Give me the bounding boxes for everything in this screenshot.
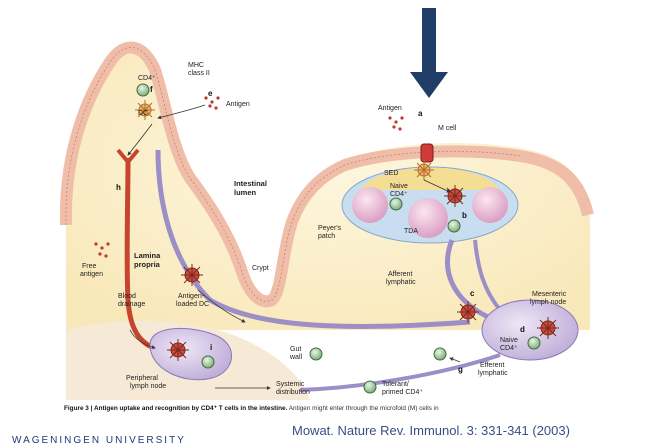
sed-region bbox=[360, 167, 500, 190]
tolerant-t-cell bbox=[363, 380, 377, 394]
step-letter-f: f bbox=[150, 85, 153, 94]
figure-caption: Figure 3 | Antigen uptake and recognitio… bbox=[64, 404, 624, 412]
sed-label: SED bbox=[384, 170, 398, 177]
caption-title: Figure 3 | Antigen uptake and recognitio… bbox=[64, 405, 288, 412]
efferent-lymphatic-label-2: lymphatic bbox=[478, 370, 508, 377]
step-letter-g: g bbox=[458, 365, 463, 374]
cd4-label: CD4⁺ bbox=[138, 75, 156, 82]
naive-cd4-label-2: CD4⁺ bbox=[390, 191, 408, 198]
lamina-propria-label-2: propria bbox=[134, 260, 161, 269]
follicle-2 bbox=[408, 198, 448, 238]
right-epithelium bbox=[519, 150, 594, 217]
follicle-1 bbox=[352, 187, 388, 223]
antigen-dots-peyers bbox=[388, 116, 404, 131]
dendritic-cell-tda bbox=[444, 185, 466, 207]
lamina-propria-label-1: Lamina bbox=[134, 251, 161, 260]
m-cell-label: M cell bbox=[438, 125, 457, 132]
dendritic-cell-sed bbox=[414, 160, 434, 180]
follicle-3 bbox=[472, 187, 508, 223]
mln-naive-label-2: CD4⁺ bbox=[500, 345, 518, 352]
cd4-t-cell-villus bbox=[136, 83, 150, 97]
t-cell-gut-wall bbox=[309, 347, 323, 361]
step-letter-b: b bbox=[462, 211, 467, 220]
naive-t-cell-sed bbox=[389, 197, 403, 211]
peripheral-node-label-2: lymph node bbox=[130, 383, 166, 390]
afferent-lymphatic-label-2: lymphatic bbox=[386, 279, 416, 286]
t-cell-pln bbox=[201, 355, 215, 369]
step-letter-a: a bbox=[418, 109, 423, 118]
university-footer: WAGENINGEN UNIVERSITY bbox=[12, 435, 186, 446]
villus-epithelium-edge bbox=[65, 47, 521, 302]
efferent-lymphatic-vessel bbox=[299, 353, 501, 392]
dendritic-cell-mln bbox=[537, 317, 559, 339]
step-letter-h: h bbox=[116, 183, 121, 192]
intestinal-lumen-label-1: Intestinal bbox=[234, 179, 267, 188]
mesenteric-node-label-2: lymph node bbox=[530, 299, 566, 306]
antigen-dots-lumen bbox=[204, 96, 220, 110]
dc-label: DC bbox=[138, 110, 148, 117]
dendritic-cell-afferent bbox=[457, 301, 479, 323]
blood-vessel-branch bbox=[116, 148, 140, 166]
intestinal-lumen-label-2: lumen bbox=[234, 188, 257, 197]
free-antigen-label-1: Free bbox=[82, 263, 97, 270]
mesenteric-lymph-node bbox=[481, 299, 579, 361]
mhc-label: MHC bbox=[188, 62, 204, 69]
antigen-dots-free bbox=[94, 242, 110, 258]
t-cell-tda bbox=[447, 219, 461, 233]
systemic-label-2: distribution bbox=[276, 389, 310, 396]
mhc-class-label: class II bbox=[188, 70, 210, 77]
lymphatic-vessel-villus bbox=[155, 149, 471, 330]
antigen-loaded-dc-label-1: Antigen- bbox=[178, 293, 205, 300]
step-letter-c: c bbox=[470, 289, 475, 298]
mesenteric-node-label-1: Mesenteric bbox=[532, 291, 567, 298]
dendritic-cell-lamina bbox=[181, 264, 203, 286]
lamina-propria-region bbox=[65, 49, 590, 331]
free-antigen-label-2: antigen bbox=[80, 271, 103, 278]
gut-wall-label-1: Gut bbox=[290, 346, 301, 353]
peripheral-node-label-1: Peripheral bbox=[126, 375, 158, 382]
lymphatic-vessel-peyers-2 bbox=[473, 239, 502, 312]
tda-label: TDA bbox=[404, 228, 418, 235]
t-cell-efferent bbox=[433, 347, 447, 361]
mln-naive-label-1: Naive bbox=[500, 337, 518, 344]
flow-arrows bbox=[127, 104, 461, 390]
naive-t-cell-mln bbox=[527, 336, 541, 350]
citation: Mowat. Nature Rev. Immunol. 3: 331-341 (… bbox=[292, 423, 570, 438]
tolerant-label-1: Tolerant/ bbox=[382, 381, 409, 388]
antigen-label-right: Antigen bbox=[378, 105, 402, 112]
antigen-loaded-dc-label-2: loaded DC bbox=[176, 301, 209, 308]
naive-cd4-label-1: Naive bbox=[390, 183, 408, 190]
tolerant-label-2: primed CD4⁺ bbox=[382, 389, 423, 396]
systemic-label-1: Systemic bbox=[276, 381, 305, 388]
blood-drainage-label-2: drainage bbox=[118, 301, 145, 308]
blood-vessel bbox=[124, 157, 161, 353]
dendritic-cell-villus bbox=[135, 100, 155, 120]
down-arrow-icon bbox=[410, 8, 448, 98]
blood-drainage-label-1: Blood bbox=[118, 293, 136, 300]
afferent-lymphatic-label-1: Afferent bbox=[388, 271, 412, 278]
peyers-label-2: patch bbox=[318, 233, 335, 240]
step-letter-e: e bbox=[208, 89, 213, 98]
m-cell bbox=[420, 143, 434, 163]
peyers-label-1: Peyer's bbox=[318, 225, 342, 232]
caption-text: Antigen might enter through the microfol… bbox=[287, 405, 439, 412]
step-letter-i: i bbox=[210, 343, 212, 352]
dendritic-cell-pln bbox=[167, 339, 189, 361]
crypt-label: Crypt bbox=[252, 265, 269, 272]
step-letter-d: d bbox=[520, 325, 525, 334]
gut-wall-label-2: wall bbox=[289, 354, 303, 361]
antigen-label-top: Antigen bbox=[226, 101, 250, 108]
efferent-lymphatic-label-1: Efferent bbox=[480, 362, 504, 369]
